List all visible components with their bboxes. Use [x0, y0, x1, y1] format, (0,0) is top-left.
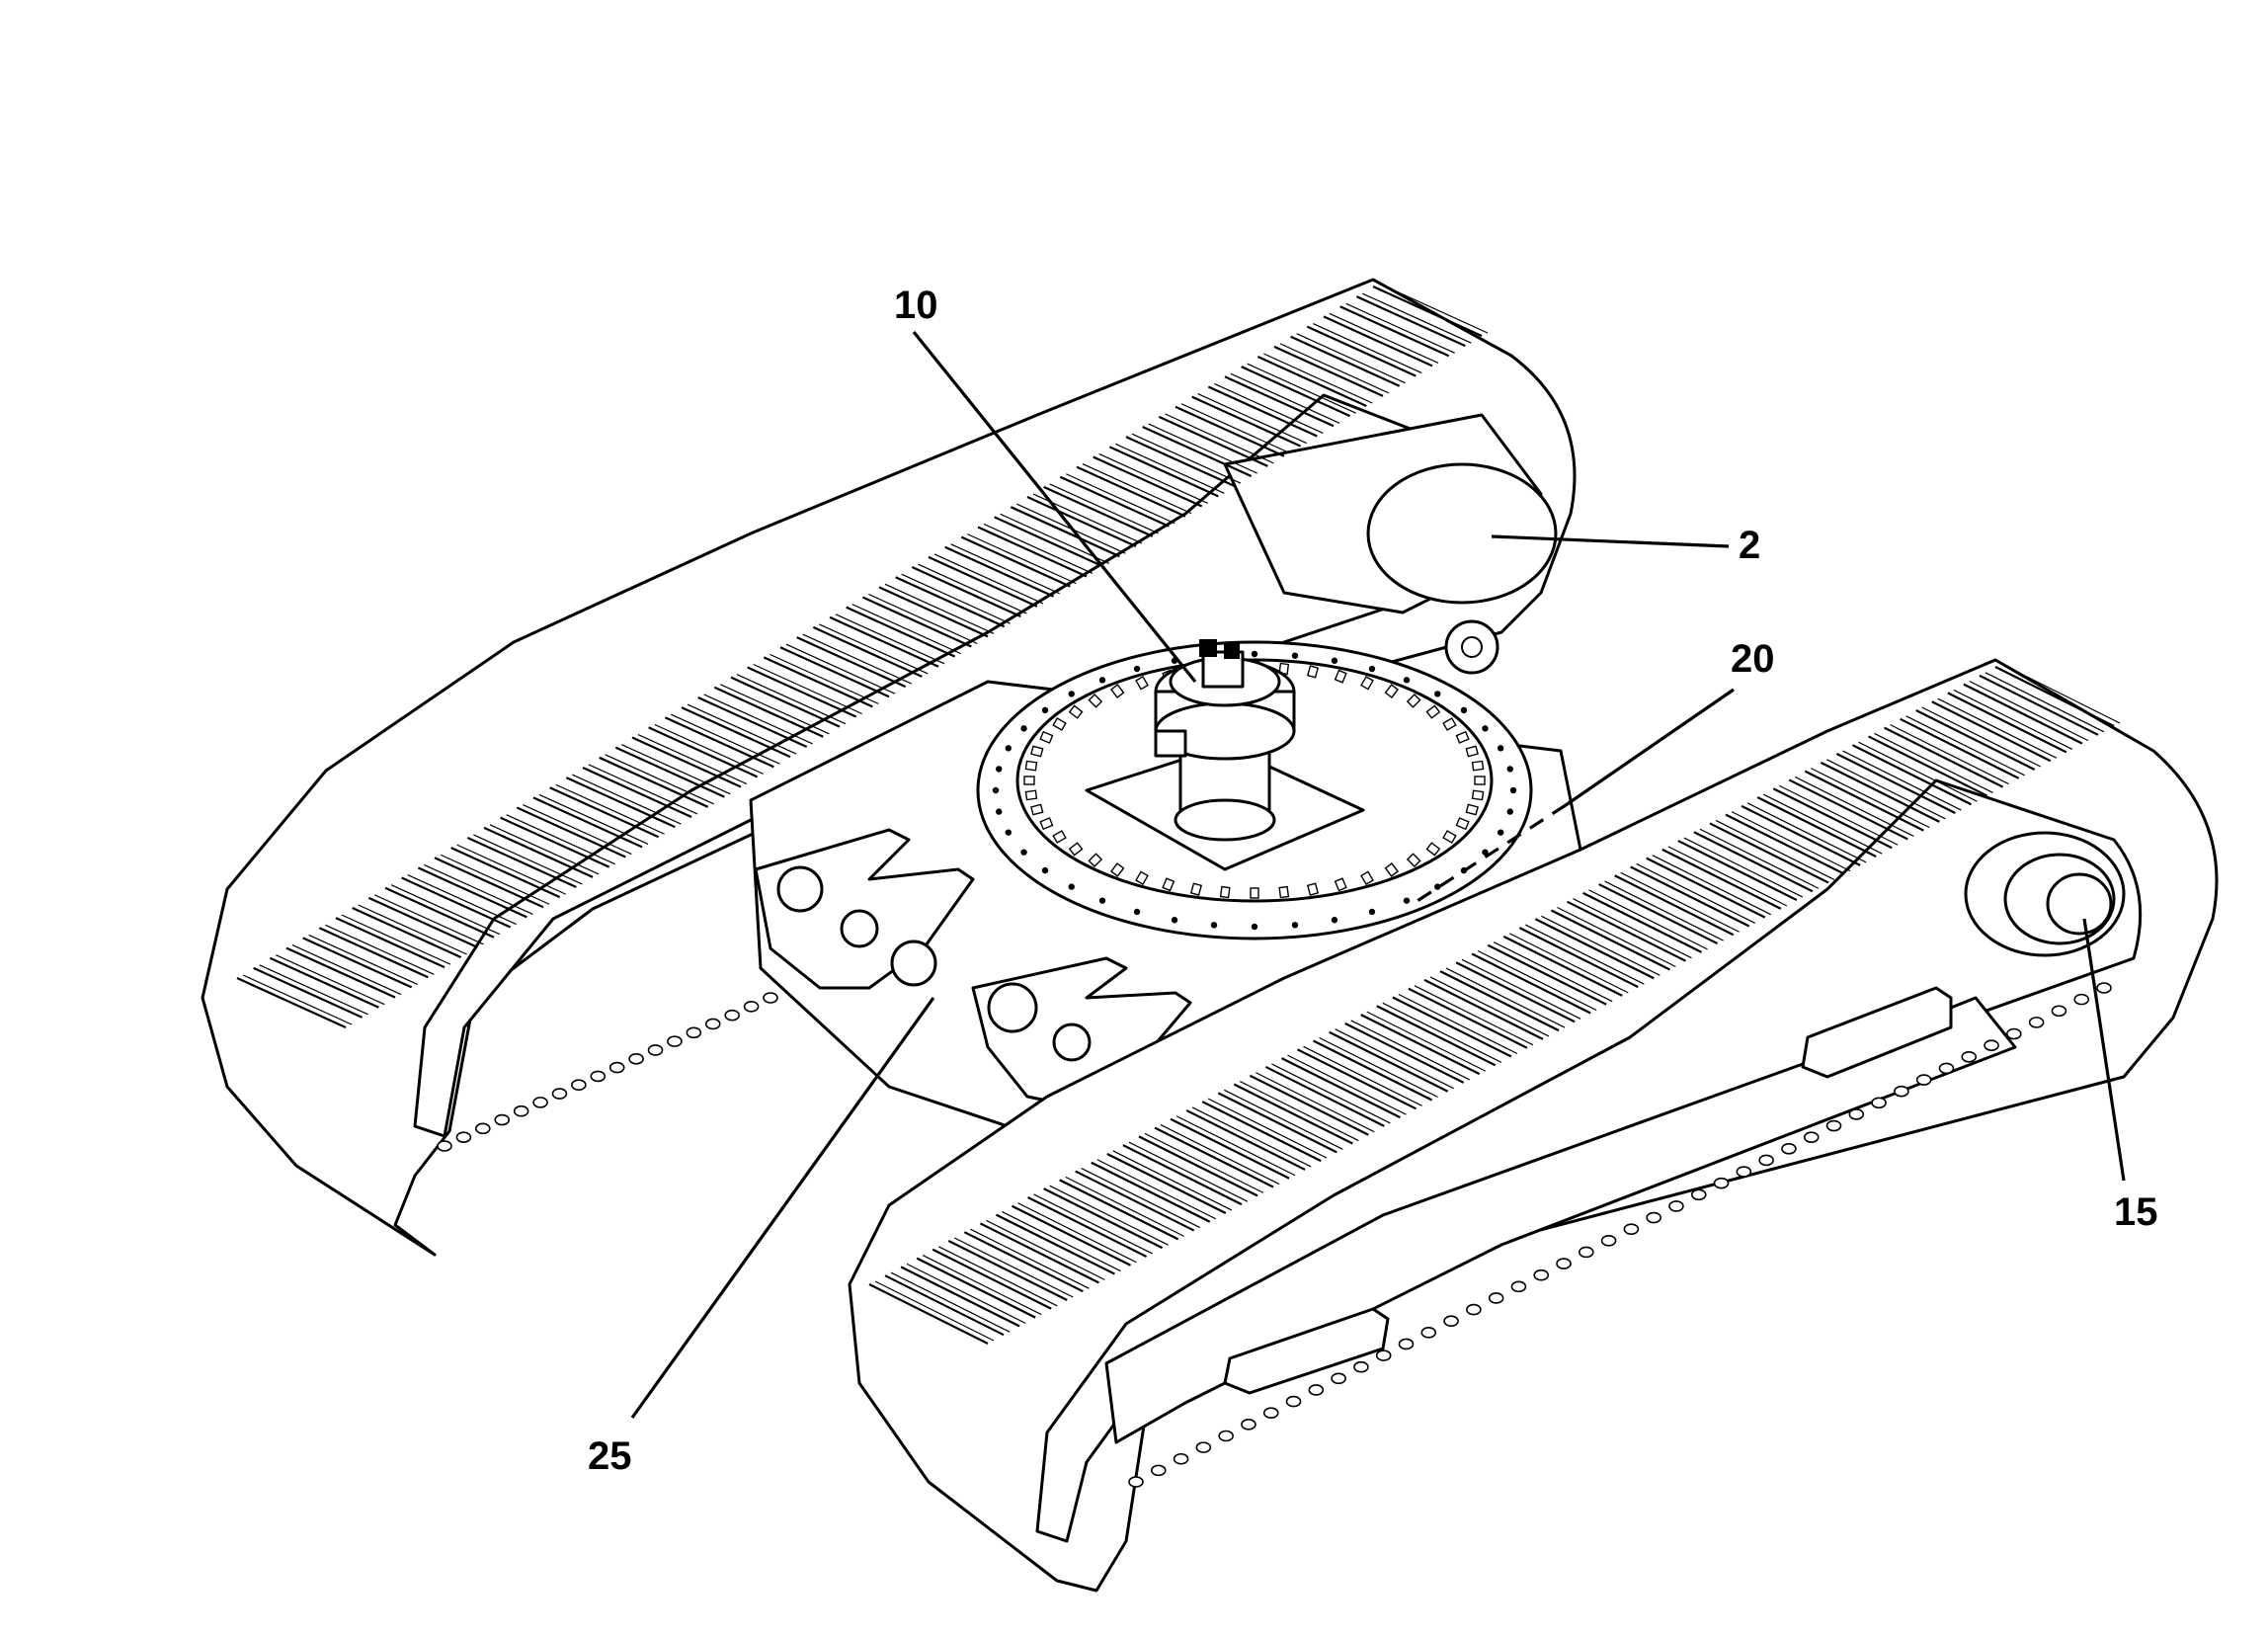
- callout-20: 20: [1731, 637, 1775, 681]
- rear-track-shoes: [236, 283, 1489, 1029]
- callout-leaders: [630, 330, 2126, 1419]
- leader-2: [1491, 534, 1730, 548]
- front-final-drive: [1964, 831, 2126, 957]
- front-track-frame: [1104, 996, 2017, 1444]
- callout-labels: 10 2 20 15 25: [588, 284, 2158, 1478]
- leader-20-dashed: [1412, 803, 1567, 906]
- front-step-handle-2: [1223, 1307, 1390, 1395]
- rear-final-drive-cover: [1366, 462, 1558, 605]
- callout-25: 25: [588, 1434, 632, 1478]
- rear-track-rollers: [437, 992, 778, 1152]
- front-track-inner: [1035, 778, 2143, 1543]
- carbody: [749, 639, 1582, 1138]
- carbody-axle-lugs: [754, 828, 1192, 1108]
- leader-10: [912, 330, 1197, 684]
- leader-20-solid: [1565, 688, 1735, 807]
- leader-25: [630, 997, 935, 1419]
- callout-2: 2: [1739, 524, 1760, 567]
- front-track-rollers: [1128, 982, 2112, 1488]
- front-step-handle-1: [1801, 986, 1953, 1079]
- rear-hook: [1444, 619, 1499, 675]
- front-track-assembly: [848, 658, 2219, 1593]
- callout-10: 10: [894, 284, 938, 327]
- front-track-shoes: [868, 663, 2121, 1345]
- leader-15: [2082, 918, 2126, 1182]
- callout-15: 15: [2114, 1190, 2158, 1234]
- rear-hook-eye: [1461, 636, 1483, 658]
